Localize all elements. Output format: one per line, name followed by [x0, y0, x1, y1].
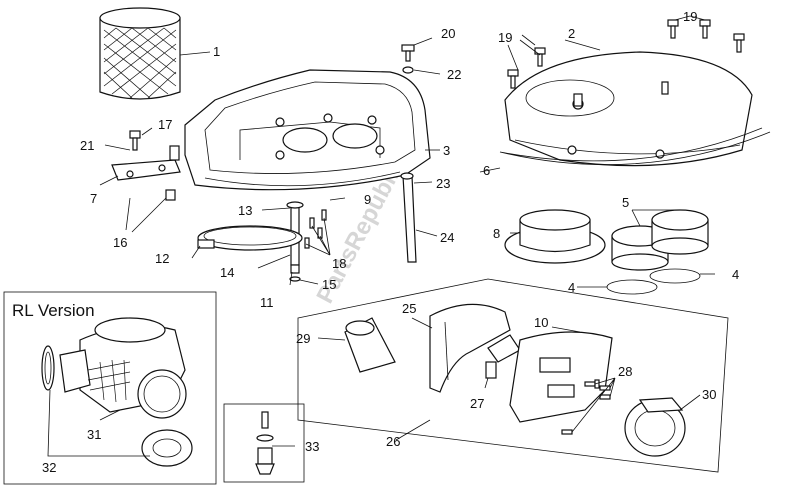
- hose-clamp-12: [197, 225, 303, 251]
- callout-17: 17: [158, 117, 172, 132]
- drain-hose-24: [400, 172, 417, 263]
- callout-21: 21: [80, 138, 94, 153]
- callout-26: 26: [386, 434, 400, 449]
- intake-funnel-8: [504, 209, 606, 264]
- duct-cover-10: [509, 331, 613, 423]
- callout-24: 24: [440, 230, 454, 245]
- callout-3: 3: [443, 143, 450, 158]
- o-ring-4b: [649, 268, 701, 284]
- screws-19: [507, 19, 745, 89]
- callout-20: 20: [441, 26, 455, 41]
- callout-1: 1: [213, 44, 220, 59]
- intake-funnels-5: [611, 209, 709, 271]
- callout-28: 28: [618, 364, 632, 379]
- callout-30: 30: [702, 387, 716, 402]
- snorkel-30: [624, 397, 686, 457]
- washer-22: [402, 66, 414, 74]
- callout-8: 8: [493, 226, 500, 241]
- callout-9: 9: [364, 192, 371, 207]
- leader-lines: [47, 15, 715, 457]
- callout-labels: 1 2 3 4 4 5 6 7 8 9 10 11 12 13 14 15 16…: [42, 9, 739, 475]
- deflector-25: [429, 303, 511, 393]
- inset-title: RL Version: [12, 301, 95, 320]
- callout-4b: 4: [732, 267, 739, 282]
- air-filter-element: [99, 7, 181, 100]
- group-frame-26: [297, 278, 729, 473]
- callout-19a: 19: [498, 30, 512, 45]
- callout-16: 16: [113, 235, 127, 250]
- callout-6: 6: [483, 163, 490, 178]
- callout-14: 14: [220, 265, 234, 280]
- callout-22: 22: [447, 67, 461, 82]
- gasket-6: [499, 127, 771, 165]
- callout-32: 32: [42, 460, 56, 475]
- callout-4a: 4: [568, 280, 575, 295]
- rl-version-inset: [3, 291, 217, 485]
- callout-27: 27: [470, 396, 484, 411]
- callout-10: 10: [534, 315, 548, 330]
- callout-18: 18: [332, 256, 346, 271]
- callout-13: 13: [238, 203, 252, 218]
- bracket-plate-7: [111, 159, 181, 181]
- grommet-16: [165, 145, 180, 201]
- airbox-cover: [504, 51, 753, 167]
- screw-inset-33: [223, 403, 305, 483]
- screws-18: [304, 209, 327, 249]
- callout-11: 11: [260, 295, 274, 310]
- gasket-32: [41, 345, 193, 467]
- callout-12: 12: [155, 251, 169, 266]
- callout-23: 23: [436, 176, 450, 191]
- intake-duct-29: [344, 317, 396, 373]
- callout-29: 29: [296, 331, 310, 346]
- callout-2: 2: [568, 26, 575, 41]
- airbox-base: [184, 69, 431, 191]
- callout-33: 33: [305, 439, 319, 454]
- rl-intake-assembly-31: [59, 317, 187, 419]
- callout-15: 15: [322, 277, 336, 292]
- callout-19b: 19: [683, 9, 697, 24]
- screw-33: [255, 411, 275, 475]
- o-ring-4a: [606, 279, 658, 295]
- bolt-17: [129, 130, 141, 151]
- callout-5: 5: [622, 195, 629, 210]
- screw-20: [401, 44, 415, 62]
- callout-25: 25: [402, 301, 416, 316]
- callout-31: 31: [87, 427, 101, 442]
- callout-7: 7: [90, 191, 97, 206]
